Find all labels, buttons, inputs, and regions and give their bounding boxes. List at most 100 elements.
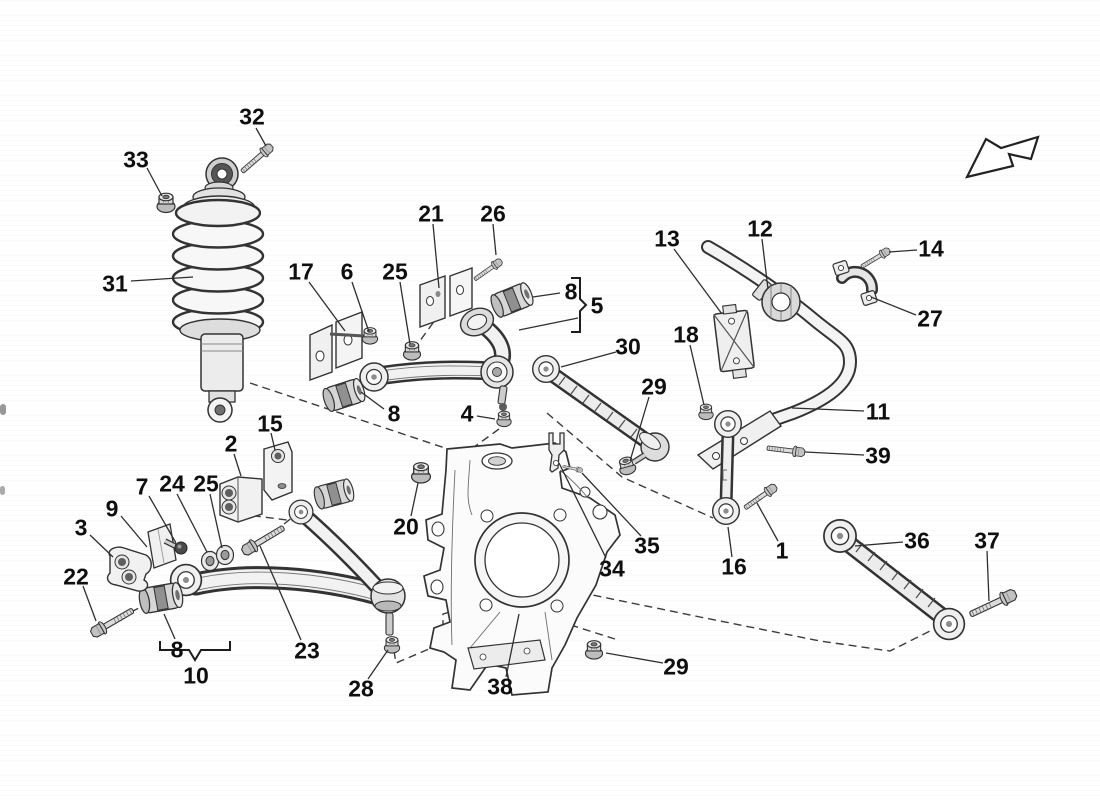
part-callout-34: 34: [599, 555, 625, 581]
callout-leader: [148, 495, 177, 544]
anti-roll-bar-bracket: [713, 303, 755, 379]
callout-leader: [689, 344, 705, 406]
track-rod: [823, 519, 966, 641]
lower-arm-bushing: [311, 477, 357, 511]
ball-joint-nut: [383, 636, 401, 654]
callout-leader: [176, 493, 208, 553]
part-callout-4: 4: [461, 400, 474, 426]
part-callout-29: 29: [641, 373, 667, 399]
lower-control-arm: [169, 499, 406, 636]
callout-leader: [351, 281, 370, 333]
wheel-knuckle: [423, 442, 621, 696]
callout-leader: [532, 292, 561, 298]
knuckle-nut: [410, 462, 432, 484]
lower-arm-plate: [263, 441, 293, 501]
upper-control-arm: [359, 307, 514, 411]
callout-leader: [163, 613, 176, 640]
callout-leader: [233, 453, 242, 477]
damper-body: [200, 333, 244, 403]
part-callout-23: 23: [294, 637, 320, 663]
shock-lower-eye: [207, 397, 233, 423]
scan-artifact: [0, 486, 5, 495]
part-callout-36: 36: [904, 527, 930, 553]
callout-leader: [209, 493, 223, 549]
part-callout-16: 16: [721, 553, 747, 579]
toe-link: [531, 354, 670, 465]
callout-leader: [854, 541, 904, 547]
part-callout-14: 14: [918, 235, 944, 261]
callout-leader: [505, 613, 520, 678]
callout-leader: [804, 451, 865, 456]
part-callout-30: 30: [615, 333, 641, 359]
callout-leader: [560, 351, 617, 368]
toe-link-ball-joint: [632, 432, 670, 465]
part-callout-38: 38: [487, 673, 513, 699]
part-callout-39: 39: [865, 442, 891, 468]
part-callout-10: 10: [183, 662, 209, 688]
part-callout-3: 3: [75, 514, 88, 540]
callout-leader: [605, 652, 664, 664]
part-callout-2: 2: [225, 430, 238, 456]
anti-roll-bar-clamp: [832, 260, 878, 306]
part-callout-24: 24: [159, 470, 185, 496]
callout-leader: [492, 223, 497, 256]
part-callout-35: 35: [634, 532, 660, 558]
upper-arm-bushing: [320, 376, 368, 414]
callout-leader: [89, 534, 114, 558]
drop-link: [711, 409, 743, 526]
shock-mount-bolt: [237, 141, 276, 177]
part-callout-25: 25: [193, 470, 219, 496]
callout-leader: [870, 296, 917, 316]
bracket-nut: [361, 327, 379, 345]
assembly-dashed-line: [546, 412, 714, 519]
callout-leader: [255, 127, 267, 147]
upper-arm-bracket: [419, 267, 473, 328]
part-callout-37: 37: [974, 527, 1000, 553]
knuckle-nut: [584, 640, 604, 660]
callout-leader: [761, 238, 769, 290]
assembly-dashed-line: [557, 620, 616, 640]
group-brace: [159, 641, 231, 662]
callout-leader: [432, 223, 440, 289]
part-callout-26: 26: [480, 200, 506, 226]
part-callout-28: 28: [348, 675, 374, 701]
part-callout-8: 8: [565, 278, 578, 304]
callout-leader: [120, 515, 148, 548]
callout-leader: [367, 649, 389, 680]
knuckle-fork-bracket: [548, 432, 565, 473]
part-callout-5: 5: [591, 292, 604, 318]
lower-arm-bolt: [88, 603, 137, 641]
small-bolt: [163, 538, 188, 555]
lock-nut: [402, 341, 422, 361]
part-callout-21: 21: [418, 200, 444, 226]
assembly-dashed-line: [249, 382, 464, 455]
part-callout-17: 17: [288, 258, 314, 284]
callout-leader: [130, 276, 194, 282]
part-callout-32: 32: [239, 103, 265, 129]
part-callout-15: 15: [257, 410, 283, 436]
callout-leader-lines: [82, 127, 990, 680]
part-callout-9: 9: [106, 495, 119, 521]
callout-leader: [727, 526, 733, 558]
upper-arm-bushing: [487, 280, 537, 320]
part-callout-8: 8: [171, 636, 184, 662]
clamp-bolt: [858, 245, 893, 272]
track-rod-bolt: [966, 586, 1020, 622]
callout-leader: [410, 482, 419, 517]
lower-arm-bracket: [219, 476, 263, 523]
direction-arrow-icon: [964, 135, 1040, 179]
callout-leader: [673, 248, 723, 315]
part-callout-13: 13: [654, 225, 680, 251]
upper-arm-bracket: [309, 310, 365, 381]
assembly-dashed-line: [567, 589, 937, 652]
assembly-dashed-line: [239, 513, 296, 522]
callout-leader: [518, 317, 579, 331]
part-callout-18: 18: [673, 321, 699, 347]
part-callout-7: 7: [136, 473, 149, 499]
callout-leader: [888, 249, 918, 253]
ball-joint-nut: [496, 410, 512, 428]
callout-leader: [558, 462, 607, 559]
coil-spring: [171, 198, 265, 337]
